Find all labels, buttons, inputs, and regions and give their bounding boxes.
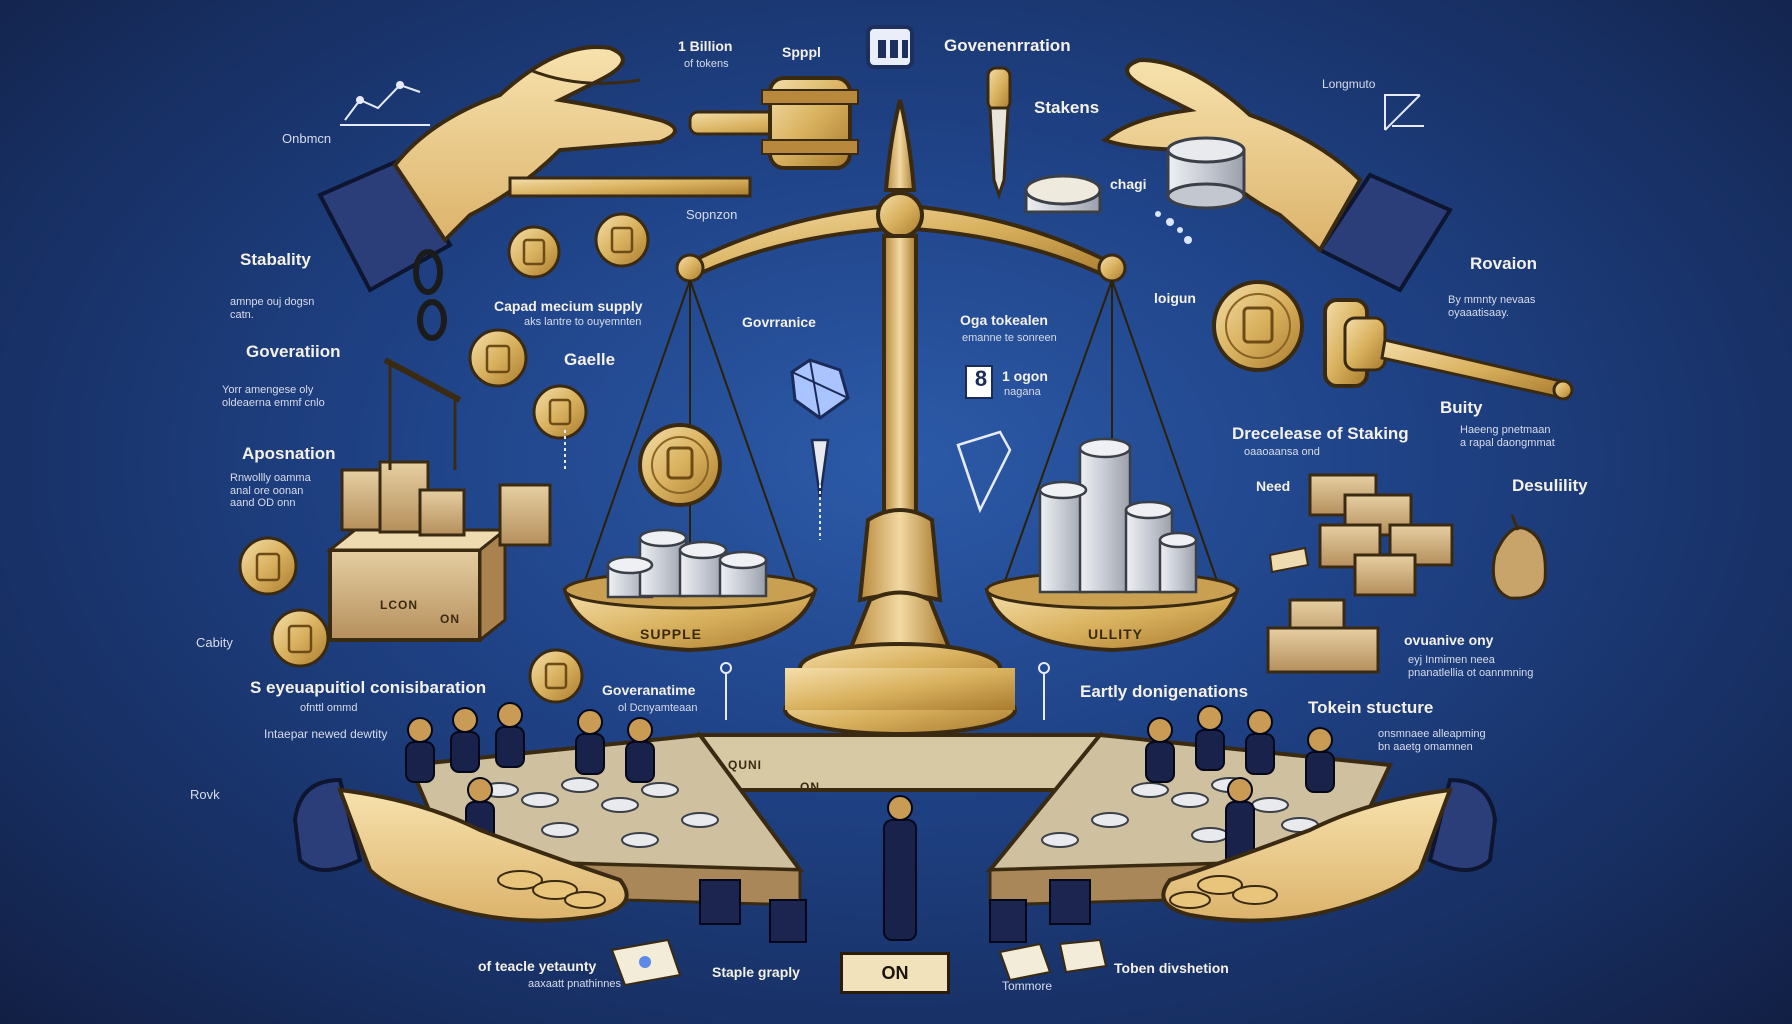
label-sopnzon: Sopnzon xyxy=(686,207,738,222)
box-stack-right xyxy=(1266,473,1454,674)
label-toskein: Tokein stucture xyxy=(1308,698,1434,717)
label-stabality: Stabality xyxy=(240,250,311,269)
label-gov-top: Govenenrration xyxy=(944,36,1071,55)
label-aposnation-sub: Rnwollly oamma anal ore oonan aand OD on… xyxy=(230,472,311,510)
label-goveration-sub: Yorr amengese oly oldeaerna emmf cnlo xyxy=(222,384,325,409)
label-early: Eartly donigenations xyxy=(1080,682,1249,701)
pan-label-right: ULLITY xyxy=(1088,626,1143,642)
label-governaince: Govrranice xyxy=(742,314,816,330)
label-one-ogon-sub: nagana xyxy=(1004,386,1041,398)
label-chagi: chagi xyxy=(1110,176,1147,192)
coin-icon xyxy=(238,536,298,596)
label-drecelease-sub: oaaoaansa ond xyxy=(1244,446,1320,458)
label-goveranatime-sub: ol Dcnyamteaan xyxy=(618,702,698,714)
label-teacle-sub: aaxaatt pnathinnes xyxy=(528,978,621,990)
badge-icon xyxy=(965,365,993,399)
bottom-plaque: ON xyxy=(840,952,950,994)
label-token-dist: Toben divshetion xyxy=(1114,960,1229,976)
coin-stack-left xyxy=(606,528,768,599)
chairs xyxy=(699,879,1091,943)
label-caped-sub: aks lantre to ouyemnten xyxy=(524,316,642,328)
label-teacle: of teacle yetaunty xyxy=(478,958,597,974)
label-gaelle: Gaelle xyxy=(564,350,616,369)
ruler xyxy=(508,176,752,198)
bag-icon xyxy=(1491,514,1547,600)
label-goveration: Goveratiion xyxy=(246,342,341,361)
coin-icon xyxy=(1024,174,1102,214)
coin-icon xyxy=(507,225,561,279)
label-need: Need xyxy=(1256,478,1291,494)
platform-label-right: ON xyxy=(800,780,820,794)
hand-bottom-left xyxy=(292,777,629,923)
chart-icon-right xyxy=(1384,94,1424,131)
coin-icon xyxy=(594,212,650,268)
label-sey-sub1: ofnttl ommd xyxy=(300,702,358,714)
pan-label-left: SUPPLE xyxy=(640,626,703,642)
label-buity-sub: Haeeng pnetmaan a rapal daongmmat xyxy=(1460,424,1555,449)
label-drecelease: Drecelease of Staking xyxy=(1232,424,1409,443)
label-toskein-sub: onsmnaee alleapming bn aaetg omamnen xyxy=(1378,728,1486,753)
coin-icon xyxy=(1212,280,1304,372)
label-cabity: Cabity xyxy=(196,635,233,650)
label-stabality-sub: amnpe ouj dogsn catn. xyxy=(230,296,315,321)
coin-icon xyxy=(638,423,722,507)
label-oga-sub: emanne te sonreen xyxy=(962,332,1057,344)
label-one-ogon: 1 ogon xyxy=(1002,368,1048,384)
label-rovk: Rovk xyxy=(190,787,220,802)
coin-icon xyxy=(532,384,588,440)
crystal-icon xyxy=(956,430,1012,514)
label-billion: 1 Billion xyxy=(678,38,733,54)
badge-number: 8 xyxy=(974,366,988,391)
label-buity: Buity xyxy=(1440,398,1483,417)
coin-stack xyxy=(1166,136,1246,210)
table-coins xyxy=(481,777,1319,848)
splash-icon xyxy=(1155,211,1192,244)
network-icon xyxy=(790,358,850,499)
paper-icons xyxy=(610,938,1108,987)
label-sey: S eyeuapuitiol conisibaration xyxy=(250,678,487,697)
label-tommore: Tommore xyxy=(1002,979,1053,993)
label-ovuanive-sub: eyj Inmimen neea pnanatlellia ot oannmni… xyxy=(1408,654,1534,679)
pin-icons xyxy=(564,430,1050,720)
gavel-icon xyxy=(688,76,859,170)
coin-icon xyxy=(270,608,330,668)
coin-icon xyxy=(468,328,528,388)
chain-icon xyxy=(413,249,447,341)
label-rovaion-sub: By mmnty nevaas oyaaatisaay. xyxy=(1448,294,1536,319)
calendar-icon xyxy=(866,25,914,69)
hand-bottom-right xyxy=(1161,777,1498,923)
chart-icon xyxy=(340,81,430,126)
label-aposnation: Aposnation xyxy=(242,444,336,463)
box-label-left-2: ON xyxy=(440,612,460,626)
label-stakens: Stakens xyxy=(1034,98,1100,117)
pen-icon xyxy=(986,66,1012,200)
label-goveranatime: Goveranatime xyxy=(602,682,696,698)
label-rovaion: Rovaion xyxy=(1470,254,1538,273)
platform-label-left: QUNI xyxy=(728,758,762,772)
label-onbmcn: Onbmcn xyxy=(282,131,332,146)
label-billion-sub: of tokens xyxy=(684,58,729,70)
box-stack-left xyxy=(325,357,552,644)
label-sey-sub2: Intaepar newed dewtity xyxy=(264,727,388,741)
gavel-icon-right xyxy=(1323,298,1574,401)
label-oga: Oga tokealen xyxy=(960,312,1048,328)
label-spppl: Spppl xyxy=(782,44,821,60)
label-loigun: loigun xyxy=(1154,290,1196,306)
coin-stack-right xyxy=(1038,437,1198,594)
label-staple: Staple graply xyxy=(712,964,800,980)
label-longmuto: Longmuto xyxy=(1322,77,1376,91)
label-ovuanive: ovuanive ony xyxy=(1404,632,1494,648)
coin-icon xyxy=(528,648,584,704)
label-desulility: Desulility xyxy=(1512,476,1588,495)
label-caped: Capad mecium supply xyxy=(494,298,643,314)
box-label-left: LCON xyxy=(380,598,418,612)
